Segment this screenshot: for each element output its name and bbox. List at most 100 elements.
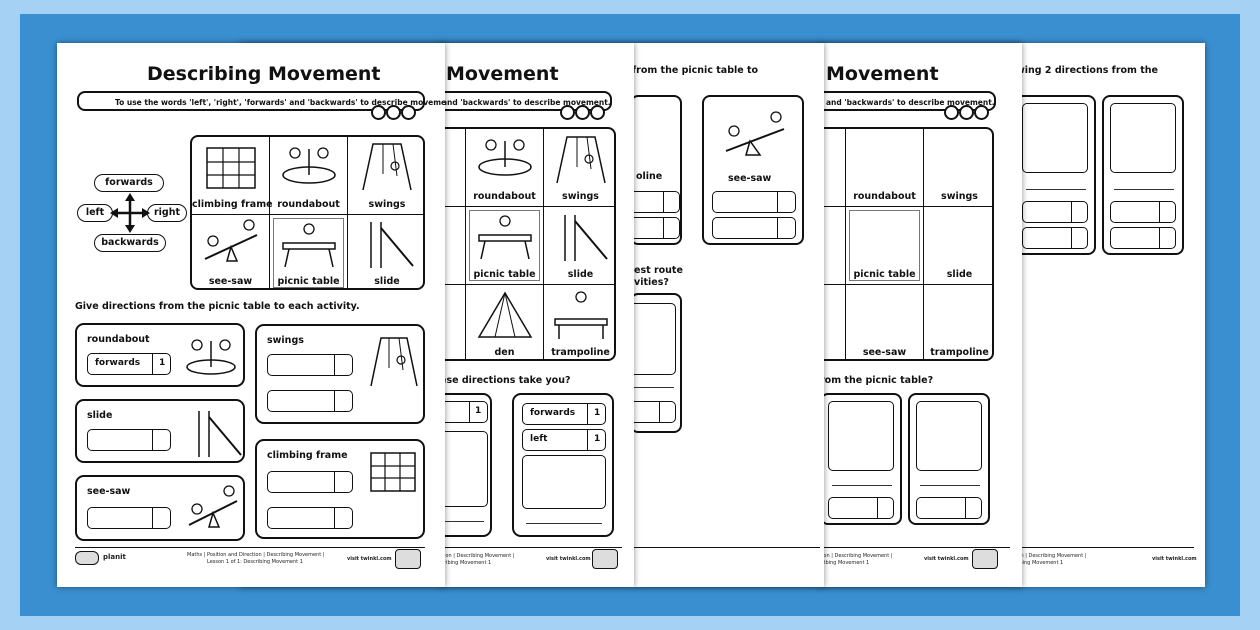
grid-cell-swings: swings	[348, 137, 423, 215]
direction-pill	[828, 497, 894, 519]
slide-picture	[564, 215, 608, 261]
activity-grid: climbing frame roundabout swings	[190, 135, 425, 290]
question-text: ese directions take you?	[440, 375, 571, 386]
footer-line2: ribing Movement 1	[1016, 560, 1064, 566]
footer-line2: ribing Movement 1	[822, 560, 870, 566]
direction-pill	[267, 471, 353, 493]
planit-brand: planit	[103, 553, 126, 561]
progress-circle	[560, 105, 575, 120]
page5-header: wing 2 directions from the	[1016, 65, 1158, 76]
direction-pill	[1110, 201, 1176, 223]
see-saw-picture	[725, 111, 785, 156]
progress-circle	[575, 105, 590, 120]
footer-line1: ion | Describing Movement |	[1016, 553, 1087, 559]
den-picture	[477, 291, 533, 338]
direction-pill	[916, 497, 982, 519]
write-line	[526, 523, 602, 524]
answer-card	[1014, 95, 1096, 255]
activity-box-climbing-frame: climbing frame	[255, 439, 425, 539]
roundabout-picture	[186, 339, 236, 375]
compass-forwards: forwards	[94, 174, 164, 192]
activity-box-slide: slide	[75, 399, 245, 463]
footer-site: visit twinkl.com	[924, 556, 969, 562]
question-text: rom the picnic table?	[820, 375, 934, 386]
footer-rule	[820, 547, 1010, 548]
grid-cell	[786, 285, 846, 359]
footer-line1: ion | Describing Movement |	[444, 553, 515, 559]
see-saw-picture	[204, 219, 258, 262]
activity-card: oline	[624, 95, 682, 245]
progress-circle	[590, 105, 605, 120]
grid-cell-see-saw: see-saw	[192, 215, 270, 288]
compass-left: left	[77, 204, 113, 222]
direction-pill	[267, 507, 353, 529]
grid-cell-swings: swings	[544, 129, 614, 207]
grid-cell-den: den	[466, 285, 544, 359]
direction-pill	[712, 191, 796, 213]
grid-cell-trampoline: trampoline	[924, 285, 992, 359]
climbing-frame-picture	[370, 452, 416, 492]
activity-label: roundabout	[87, 334, 150, 345]
direction-pill	[87, 507, 171, 529]
card-label: oline	[636, 171, 663, 182]
compass-right: right	[147, 204, 187, 222]
drawing-box	[1022, 103, 1088, 173]
question-text: vities?	[634, 277, 669, 288]
twinkl-logo	[972, 549, 998, 569]
grid-cell-picnic-table: picnic table	[846, 207, 924, 285]
write-line	[832, 485, 892, 486]
page-title: Movement	[446, 63, 559, 85]
roundabout-picture	[282, 147, 336, 184]
card-label: see-saw	[728, 173, 772, 184]
grid-cell-picnic-table: picnic table	[270, 215, 348, 288]
twinkl-logo	[592, 549, 618, 569]
page3-header: from the picnic table to	[632, 65, 759, 76]
drawing-box	[1110, 103, 1176, 173]
grid-cell-climbing-frame: climbing frame	[192, 137, 273, 215]
compass-backwards: backwards	[94, 234, 166, 252]
direction-pill	[267, 354, 353, 376]
footer-site: visit twinkl.com	[546, 556, 591, 562]
see-saw-picture	[188, 485, 238, 528]
page-title: Describing Movement	[147, 63, 381, 85]
direction-pill	[87, 429, 171, 451]
picnic-table-picture	[282, 223, 336, 268]
direction-pill	[1022, 227, 1088, 249]
swings-picture	[556, 136, 606, 184]
grid-cell-see-saw: see-saw	[846, 285, 924, 359]
page-title: Movement	[826, 63, 939, 85]
roundabout-picture	[478, 139, 532, 176]
answer-card	[1102, 95, 1184, 255]
grid-cell-slide: slide	[348, 215, 423, 288]
activity-card-see-saw: see-saw	[702, 95, 804, 245]
footer-rule	[630, 547, 820, 548]
drawing-box	[916, 401, 982, 471]
grid-cell-slide: slide	[544, 207, 614, 285]
learning-objective: To use the words 'left', 'right', 'forwa…	[77, 91, 445, 111]
footer-rule	[422, 547, 622, 548]
progress-circle	[959, 105, 974, 120]
grid-cell-trampoline: trampoline	[544, 285, 614, 359]
slide-picture	[370, 222, 414, 268]
twinkl-logo	[395, 549, 421, 569]
answer-card	[908, 393, 990, 525]
footer-line2: Lesson 1 of 1: Describing Movement 1	[207, 559, 303, 565]
drawing-box	[626, 303, 676, 375]
footer-line2: ribing Movement 1	[444, 560, 492, 566]
grid-cell-swings: swings	[924, 129, 992, 207]
grid-cell-slide: slide	[924, 207, 992, 285]
write-line	[1026, 189, 1086, 190]
progress-circle	[401, 105, 416, 120]
footer-rule	[1014, 547, 1194, 548]
answer-card	[626, 293, 682, 433]
compass-arrows-icon	[110, 193, 150, 233]
progress-circle	[944, 105, 959, 120]
footer-line1: ion | Describing Movement |	[822, 553, 893, 559]
swings-picture	[362, 143, 412, 191]
grid-cell-roundabout: roundabout	[466, 129, 544, 207]
write-line	[920, 485, 980, 486]
